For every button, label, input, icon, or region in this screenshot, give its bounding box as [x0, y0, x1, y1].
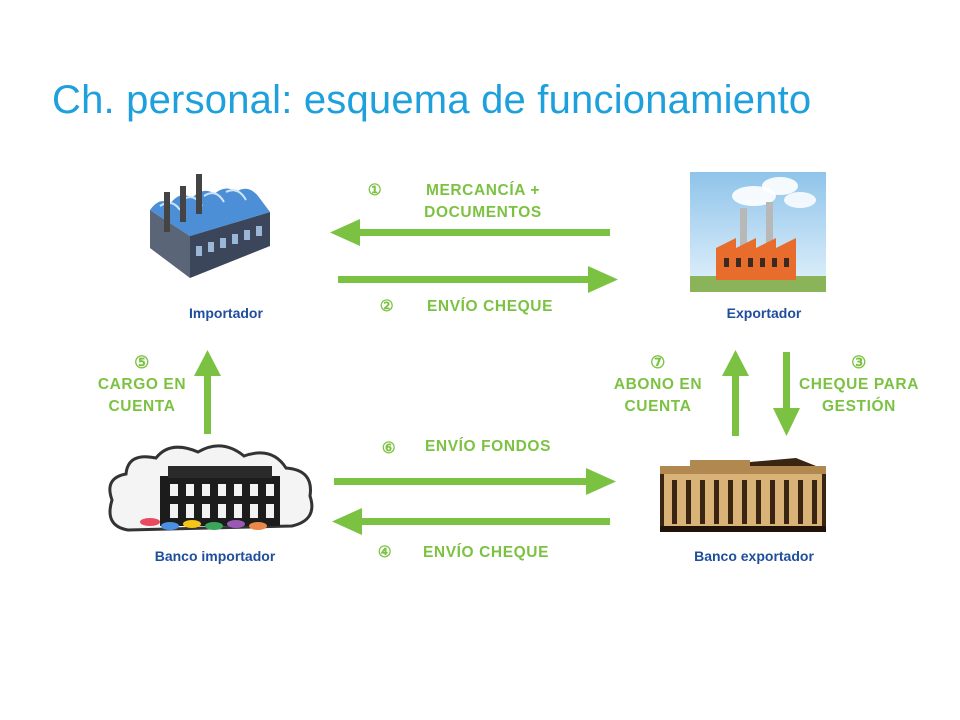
factory-blue-icon — [150, 174, 270, 278]
arrow-step-3 — [783, 352, 790, 412]
step-6-number: ⑥ — [381, 440, 397, 457]
step-5-number: ⑤ — [134, 353, 150, 372]
node-banco-importador-label: Banco importador — [154, 548, 276, 564]
step-7-line2: CUENTA — [624, 398, 692, 415]
step-3-line2: GESTIÓN — [822, 398, 896, 415]
arrow-step-1 — [354, 229, 610, 236]
node-importador-label: Importador — [189, 305, 263, 321]
factory-orange-icon — [690, 172, 826, 292]
step-5-line1: CARGO EN — [97, 376, 187, 393]
bank-building-icon — [108, 444, 314, 532]
arrow-step-2 — [338, 276, 592, 283]
step-4-label: ENVÍO CHEQUE — [422, 544, 550, 561]
arrow-step-3-head — [773, 408, 800, 436]
node-exportador-label: Exportador — [726, 305, 802, 321]
arrow-step-6 — [334, 478, 592, 485]
step-1-line1: MERCANCÍA + — [425, 182, 541, 199]
arrow-step-7-head — [722, 350, 749, 376]
step-2-number: ② — [379, 298, 395, 315]
arrow-step-1-head — [330, 219, 360, 246]
page-title: Ch. personal: esquema de funcionamiento — [52, 78, 812, 122]
step-7-number: ⑦ — [650, 353, 666, 372]
step-5-line2: CUENTA — [108, 398, 176, 415]
step-3-line1: CHEQUE PARA — [799, 376, 919, 393]
arrow-step-2-head — [588, 266, 618, 293]
bank-building-icon — [660, 458, 826, 532]
step-6-label: ENVÍO FONDOS — [424, 438, 552, 455]
step-1-label: MERCANCÍA + DOCUMENTOS — [398, 180, 568, 224]
step-1-line2: DOCUMENTOS — [424, 204, 542, 221]
step-2-label: ENVÍO CHEQUE — [426, 298, 554, 315]
node-banco-exportador-label: Banco exportador — [694, 548, 814, 564]
step-4-number: ④ — [377, 544, 393, 561]
step-7-label: ⑦ ABONO EN CUENTA — [598, 352, 718, 418]
step-1-number: ① — [367, 182, 383, 199]
step-3-number: ③ — [851, 353, 867, 372]
arrow-step-5-head — [194, 350, 221, 376]
step-3-label: ③ CHEQUE PARA GESTIÓN — [786, 352, 932, 418]
arrows — [194, 219, 800, 535]
arrow-step-4 — [356, 518, 610, 525]
step-7-line1: ABONO EN — [613, 376, 703, 393]
arrow-step-6-head — [586, 468, 616, 495]
arrow-step-7 — [732, 372, 739, 436]
arrow-step-5 — [204, 372, 211, 434]
arrow-step-4-head — [332, 508, 362, 535]
step-5-label: ⑤ CARGO EN CUENTA — [82, 352, 202, 418]
